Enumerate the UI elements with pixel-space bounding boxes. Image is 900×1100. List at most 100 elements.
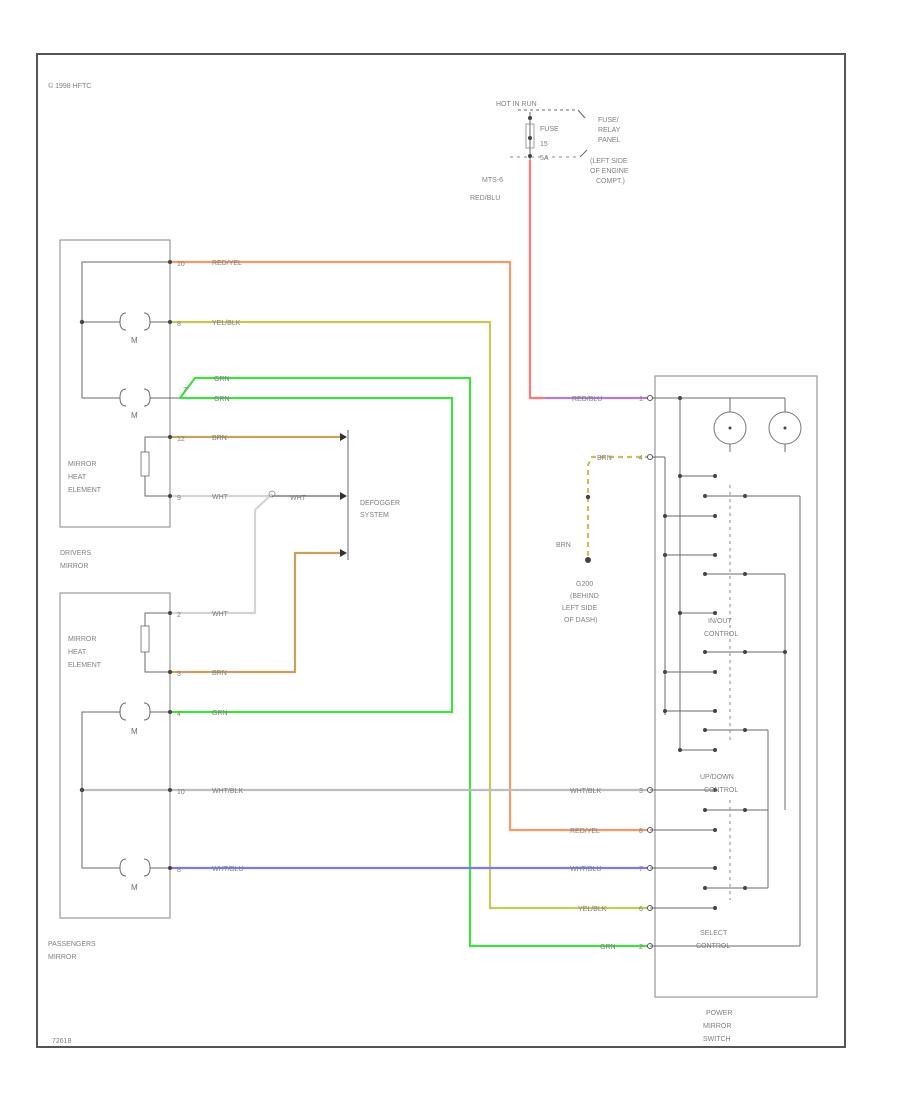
- wire-brn-passenger: [170, 551, 340, 674]
- svg-text:G200: G200: [576, 581, 593, 588]
- svg-text:LEFT SIDE: LEFT SIDE: [562, 605, 598, 612]
- pin-label: 4: [639, 455, 643, 462]
- copyright-text: © 1998 HFTC: [48, 82, 91, 90]
- wire-label: WHT: [212, 494, 229, 501]
- select-control-label: SELECT: [700, 930, 728, 937]
- svg-text:CONTROL: CONTROL: [704, 787, 738, 794]
- svg-text:PANEL: PANEL: [598, 137, 621, 144]
- svg-text:COMPT.): COMPT.): [596, 178, 625, 185]
- wire-label: GRN: [600, 944, 616, 951]
- svg-text:HEAT: HEAT: [68, 649, 87, 656]
- pin-label: 8: [177, 867, 181, 874]
- wire-label: WHT/BLU: [570, 866, 602, 873]
- wire-wht-passenger: [170, 493, 273, 615]
- arrow-icon: [340, 492, 347, 500]
- wire-grn-inner: [170, 396, 454, 714]
- wire-label: GRN: [214, 396, 230, 403]
- pin-label: 8: [639, 828, 643, 835]
- fuse-block: HOT IN RUN FUSE 15 5A FUSE/ RELAY PANEL …: [470, 101, 629, 202]
- wire-label: RED/BLU: [572, 396, 602, 403]
- pin-label: 2: [177, 612, 181, 619]
- svg-text:SYSTEM: SYSTEM: [360, 512, 389, 519]
- motor-label: M: [131, 727, 138, 736]
- diagram-frame: [36, 53, 846, 1048]
- motor-icon: [119, 702, 151, 721]
- wire-labels: RED/YEL YEL/BLK GRN GRN BRN WHT WHT BRN …: [212, 260, 616, 951]
- svg-text:MIRROR: MIRROR: [60, 563, 88, 570]
- switch-terminals: 1 4 3 8 7 6 2: [639, 395, 700, 951]
- passengers-mirror-box: [59, 592, 171, 919]
- wire-label: BRN: [212, 435, 227, 442]
- svg-text:RED/BLU: RED/BLU: [470, 195, 500, 202]
- wire-label: YEL/BLK: [578, 906, 607, 913]
- motor-label: M: [131, 883, 138, 892]
- fuse-amp-unit: 5A: [540, 155, 549, 162]
- drivers-mirror-box: [59, 239, 171, 528]
- wire-label: WHT/BLK: [570, 788, 601, 795]
- hot-in-run-label: HOT IN RUN: [496, 101, 537, 108]
- wire-label: RED/YEL: [212, 260, 242, 267]
- pin-label: 10: [177, 261, 185, 268]
- arrow-icon: [340, 433, 347, 441]
- motor-icon: [119, 312, 151, 331]
- wire-brn-ground: [586, 455, 650, 560]
- svg-text:HEAT: HEAT: [68, 474, 87, 481]
- pin-label: 12: [177, 436, 185, 443]
- svg-text:(LEFT SIDE: (LEFT SIDE: [590, 158, 628, 165]
- motor-icon: [119, 858, 151, 877]
- heat-element-label: MIRROR: [68, 461, 96, 468]
- motor-icon: [119, 388, 151, 407]
- wire-label: GRN: [214, 376, 230, 383]
- motor-label: M: [131, 411, 138, 420]
- pin-label: 7: [639, 866, 643, 873]
- pin-label: 8: [177, 321, 181, 328]
- arrow-icon: [340, 549, 347, 557]
- passengers-mirror: MIRROR HEAT ELEMENT M M 2 3 4 10 8 PASSE…: [48, 592, 185, 961]
- svg-text:ELEMENT: ELEMENT: [68, 662, 102, 669]
- svg-text:CONTROL: CONTROL: [696, 943, 730, 950]
- pin-label: 9: [177, 495, 181, 502]
- svg-text:OF DASH): OF DASH): [564, 617, 597, 624]
- ground-wire-label: BRN: [556, 542, 571, 549]
- fuse-wire-label: MTS-6 RED/BLU: [470, 177, 503, 202]
- drivers-mirror: M M 10 8 7 12 9 MIRROR HEAT ELEMENT DRIV…: [59, 239, 187, 570]
- wire-label: WHT: [212, 611, 229, 618]
- wire-label: RED/YEL: [570, 828, 600, 835]
- svg-text:MIRROR: MIRROR: [48, 954, 76, 961]
- wire-red-blu: [528, 160, 545, 400]
- ground-g200: BRN G200 (BEHIND LEFT SIDE OF DASH): [556, 494, 599, 624]
- svg-text:ELEMENT: ELEMENT: [68, 487, 102, 494]
- svg-text:CONTROL: CONTROL: [704, 631, 738, 638]
- heat-element-icon: [140, 451, 150, 477]
- svg-text:(BEHIND: (BEHIND: [570, 593, 599, 600]
- switch-dots: [663, 474, 787, 910]
- power-switch-box: [654, 375, 818, 998]
- heat-element-label: MIRROR: [68, 636, 96, 643]
- pin-label: 2: [639, 944, 643, 951]
- pin-label: 4: [177, 711, 181, 718]
- svg-text:RELAY: RELAY: [598, 127, 621, 134]
- wire-group: [80, 160, 650, 948]
- wire-yel-blk: [170, 320, 650, 910]
- heat-element-icon: [140, 625, 150, 653]
- svg-text:FUSE/: FUSE/: [598, 117, 619, 124]
- pin-label: 1: [639, 396, 643, 403]
- power-mirror-switch: 1 4 3 8 7 6 2 IN/OUT CONTROL UP/DOWN CON…: [639, 375, 818, 1043]
- diagram-id: 72618: [52, 1038, 72, 1045]
- wire-red-yel: [170, 260, 650, 832]
- passengers-mirror-caption: PASSENGERS: [48, 941, 96, 948]
- switch-contacts: [665, 475, 801, 947]
- svg-text:MTS-6: MTS-6: [482, 177, 503, 184]
- power-switch-caption: POWER: [706, 1010, 732, 1017]
- motor-label: M: [131, 336, 138, 345]
- defogger-wht-label: WHT: [290, 495, 307, 502]
- svg-text:OF ENGINE: OF ENGINE: [590, 168, 629, 175]
- fuse-icon: [525, 123, 535, 149]
- pin-label: 6: [639, 906, 643, 913]
- fuse-label: FUSE: [540, 126, 559, 133]
- wire-label: WHT/BLK: [212, 788, 243, 795]
- wire-label: BRN: [212, 670, 227, 677]
- wire-label: GRN: [212, 710, 228, 717]
- pin-label: 10: [177, 789, 185, 796]
- pin-label: 3: [177, 671, 181, 678]
